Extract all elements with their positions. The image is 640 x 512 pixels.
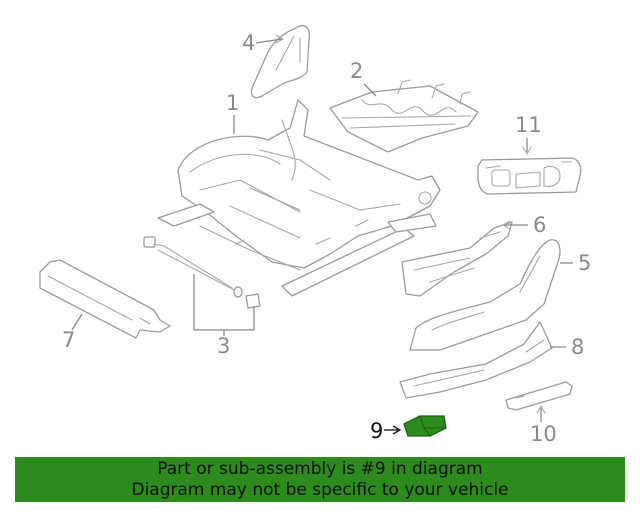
part-8-lower-trim[interactable] <box>399 321 553 399</box>
svg-text:5: 5 <box>578 251 591 275</box>
part-3-wire-harness[interactable] <box>143 236 261 309</box>
svg-text:1: 1 <box>226 91 239 115</box>
part-2-spring-mat[interactable] <box>329 79 479 153</box>
callout-5: 5 <box>560 251 591 275</box>
callout-6: 6 <box>502 213 546 237</box>
info-banner: Part or sub-assembly is #9 in diagram Di… <box>15 457 625 502</box>
callout-7: 7 <box>62 313 83 352</box>
svg-text:11: 11 <box>515 113 542 137</box>
callout-4: 4 <box>242 31 284 55</box>
part-7-trim-panel[interactable] <box>39 259 171 339</box>
callout-1: 1 <box>226 91 239 134</box>
svg-text:4: 4 <box>242 31 255 55</box>
part-10-bracket[interactable] <box>505 381 573 411</box>
part-5-side-shield[interactable] <box>409 239 561 351</box>
part-11-seat-switch[interactable] <box>477 157 582 195</box>
part-6-inner-trim[interactable] <box>401 221 513 297</box>
part-1-seat-frame[interactable] <box>157 99 441 297</box>
callout-11: 11 <box>515 113 542 155</box>
svg-text:9: 9 <box>370 419 383 443</box>
svg-text:7: 7 <box>62 328 75 352</box>
part-4-shield[interactable] <box>250 25 311 99</box>
svg-text:2: 2 <box>350 59 363 83</box>
svg-text:8: 8 <box>571 335 584 359</box>
callout-9: 9 <box>370 419 402 443</box>
svg-text:10: 10 <box>530 422 557 446</box>
banner-line-1: Part or sub-assembly is #9 in diagram <box>157 459 483 479</box>
part-9-highlighted[interactable] <box>403 415 447 437</box>
parts-diagram: 4 2 1 11 <box>39 25 591 446</box>
banner-line-2: Diagram may not be specific to your vehi… <box>131 480 509 500</box>
callout-3: 3 <box>193 274 255 358</box>
svg-text:3: 3 <box>217 334 230 358</box>
svg-text:6: 6 <box>533 213 546 237</box>
callout-10: 10 <box>530 405 557 446</box>
callout-8: 8 <box>550 335 584 359</box>
callout-2: 2 <box>350 59 377 97</box>
